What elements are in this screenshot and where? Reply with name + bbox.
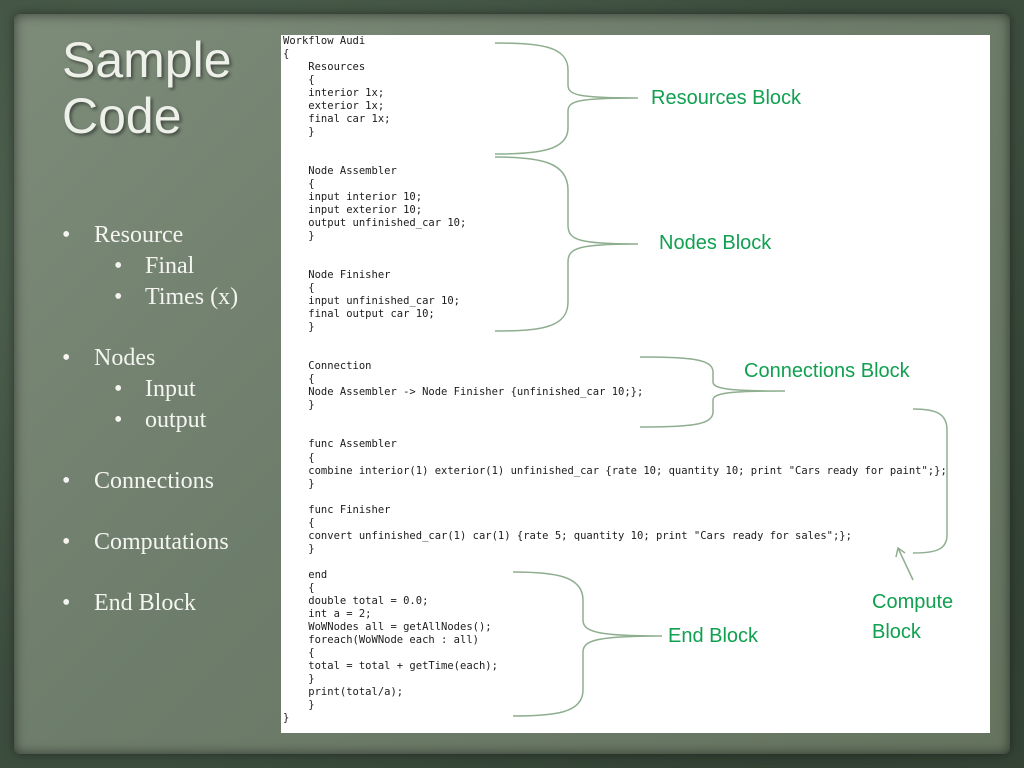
bullet-label: End Block [94, 590, 196, 616]
bullet-label: Resource [94, 222, 184, 248]
nodes-block-label: Nodes Block [659, 232, 772, 254]
sub-bullet-times: Times (x) [94, 282, 238, 313]
bullet-list: Resource Final Times (x) Nodes Input out… [62, 220, 238, 649]
compute-block-label: Compute Block [872, 591, 954, 643]
bullet-resource: Resource Final Times (x) [62, 220, 238, 313]
bullet-computations: Computations [62, 527, 238, 558]
slide-title: Sample Code [62, 32, 232, 144]
sub-bullet-input: Input [94, 374, 238, 405]
end-block-label: End Block [668, 625, 759, 647]
resources-block-label: Resources Block [651, 87, 802, 109]
bullet-end-block: End Block [62, 588, 238, 619]
sub-bullet-list: Final Times (x) [94, 251, 238, 313]
bullet-connections: Connections [62, 466, 238, 497]
bullet-label: Computations [94, 529, 229, 555]
bullet-label: Connections [94, 468, 214, 494]
sub-bullet-final: Final [94, 251, 238, 282]
bullet-nodes: Nodes Input output [62, 343, 238, 436]
sub-bullet-output: output [94, 405, 238, 436]
code-listing: Workflow Audi { Resources { interior 1x;… [283, 35, 947, 724]
bullet-label: Nodes [94, 345, 156, 371]
sub-bullet-list: Input output [94, 374, 238, 436]
connections-block-label: Connections Block [744, 360, 910, 382]
